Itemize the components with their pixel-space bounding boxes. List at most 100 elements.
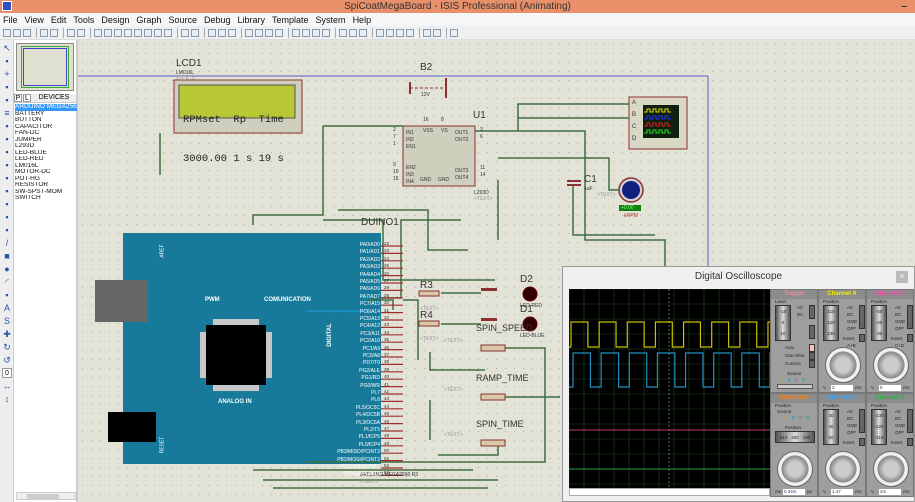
mirror-x-icon[interactable]: ↔ — [2, 381, 12, 391]
decompose-icon[interactable] — [322, 28, 330, 37]
junction-icon[interactable]: + — [4, 69, 10, 79]
coupling-option[interactable]: AC — [847, 305, 854, 310]
pick-device-icon[interactable] — [292, 28, 300, 37]
coupling-option[interactable]: OFF — [895, 326, 904, 331]
device-item[interactable]: LED-RED — [15, 156, 44, 162]
menu-source[interactable]: Source — [168, 14, 197, 25]
device-item[interactable]: BATTERY — [15, 110, 45, 117]
coupling-option[interactable]: GND — [847, 319, 857, 324]
volts-div-knob[interactable] — [873, 451, 909, 487]
cut-icon[interactable] — [208, 28, 216, 37]
print-area-icon[interactable] — [77, 28, 85, 37]
block-delete-icon[interactable] — [275, 28, 283, 37]
device-pin-icon[interactable]: ▪ — [5, 147, 9, 157]
timebase-field[interactable]: 0.34m — [783, 489, 805, 495]
import-icon[interactable] — [40, 28, 48, 37]
menu-view[interactable]: View — [24, 14, 44, 25]
coupling-option[interactable]: OFF — [895, 430, 904, 435]
pick-device-button[interactable]: P — [14, 94, 22, 102]
device-item[interactable]: L293D — [15, 143, 35, 149]
zoom-all-icon[interactable] — [154, 28, 162, 37]
refresh-icon[interactable] — [94, 28, 102, 37]
volts-div-knob[interactable] — [825, 451, 861, 487]
export-icon[interactable] — [50, 28, 58, 37]
new-sheet-icon[interactable] — [376, 28, 384, 37]
terminal-icon[interactable]: ▪ — [5, 134, 9, 144]
component-mode-icon[interactable]: ▪ — [5, 56, 9, 66]
rotation-angle-field[interactable]: 0 — [2, 368, 12, 378]
zoom-in-icon[interactable] — [134, 28, 142, 37]
minimize-button[interactable]: – — [901, 1, 907, 12]
position-slider[interactable]: -130-120-110 — [871, 409, 887, 445]
device-item[interactable]: LED-BLUE — [15, 149, 47, 156]
coupling-switch[interactable] — [859, 409, 865, 433]
text-icon[interactable]: A — [3, 303, 10, 313]
source-slider[interactable] — [777, 384, 813, 389]
device-item[interactable]: CAPACITOR — [15, 123, 53, 130]
wire-label-icon[interactable]: ▪ — [5, 82, 9, 92]
source-option[interactable]: D — [806, 415, 810, 420]
one-shot-button[interactable] — [809, 352, 815, 360]
scroll-thumb[interactable] — [27, 494, 59, 499]
oscilloscope-scrollbar[interactable] — [569, 488, 770, 496]
source-option[interactable]: B — [792, 415, 796, 420]
bus-icon[interactable]: ≡ — [4, 108, 10, 118]
print-icon[interactable] — [67, 28, 75, 37]
oscilloscope-close-button[interactable]: × — [896, 271, 908, 283]
bom-icon[interactable] — [406, 28, 414, 37]
remove-sheet-icon[interactable] — [386, 28, 394, 37]
invert-button[interactable] — [859, 438, 865, 446]
coupling-option[interactable]: DC — [847, 312, 854, 317]
wire-autorouter-icon[interactable] — [339, 28, 347, 37]
property-tool-icon[interactable] — [359, 28, 367, 37]
generator-icon[interactable]: ▪ — [5, 186, 9, 196]
rotate-ccw-icon[interactable]: ↺ — [3, 355, 11, 365]
source-option[interactable]: B — [788, 377, 792, 382]
undo-icon[interactable] — [181, 28, 189, 37]
ac-dc-switch[interactable] — [809, 305, 815, 319]
coupling-option[interactable]: GND — [847, 423, 857, 428]
zoom-area-icon[interactable] — [164, 28, 172, 37]
device-item[interactable]: SW-SPST-MOM — [15, 188, 63, 195]
current-probe-icon[interactable]: ▪ — [5, 212, 9, 222]
paste-icon[interactable] — [228, 28, 236, 37]
auto-button[interactable] — [809, 344, 815, 352]
menu-graph[interactable]: Graph — [136, 14, 162, 25]
zoom-out-icon[interactable] — [144, 28, 152, 37]
redo-icon[interactable] — [191, 28, 199, 37]
menu-template[interactable]: Template — [272, 14, 309, 25]
subcircuit-icon[interactable]: ▪ — [5, 121, 9, 131]
device-item[interactable]: POT-HG — [15, 175, 40, 182]
volts-div-knob[interactable] — [777, 451, 813, 487]
ares-icon[interactable] — [433, 28, 441, 37]
source-option[interactable]: C — [795, 377, 799, 382]
copy-icon[interactable] — [218, 28, 226, 37]
coupling-switch[interactable] — [907, 305, 913, 329]
arc-icon[interactable]: ◜ — [5, 277, 9, 287]
menu-edit[interactable]: Edit — [50, 14, 67, 25]
volts-field[interactable]: 5 — [879, 385, 901, 391]
save-icon[interactable] — [23, 28, 31, 37]
menu-tools[interactable]: Tools — [73, 14, 95, 25]
symbol-icon[interactable]: S — [3, 316, 10, 326]
device-item[interactable]: MOTOR-DC — [15, 169, 51, 175]
tape-recorder-icon[interactable]: ▪ — [5, 173, 9, 183]
coupling-switch[interactable] — [859, 305, 865, 329]
library-manager-button[interactable]: L — [23, 94, 31, 102]
coupling-option[interactable]: AC — [847, 409, 854, 414]
device-item[interactable]: SWITCH — [15, 195, 41, 201]
position-slider[interactable]: -50-40-30 — [871, 305, 887, 341]
origin-icon[interactable] — [114, 28, 122, 37]
coupling-option[interactable]: DC — [847, 416, 854, 421]
device-list-scrollbar[interactable] — [16, 492, 76, 500]
block-rotate-icon[interactable] — [265, 28, 273, 37]
edge-switch[interactable] — [809, 325, 815, 339]
coupling-option[interactable]: GND — [895, 423, 905, 428]
volts-div-knob[interactable] — [873, 347, 909, 383]
make-device-icon[interactable] — [302, 28, 310, 37]
coupling-option[interactable]: DC — [895, 416, 902, 421]
